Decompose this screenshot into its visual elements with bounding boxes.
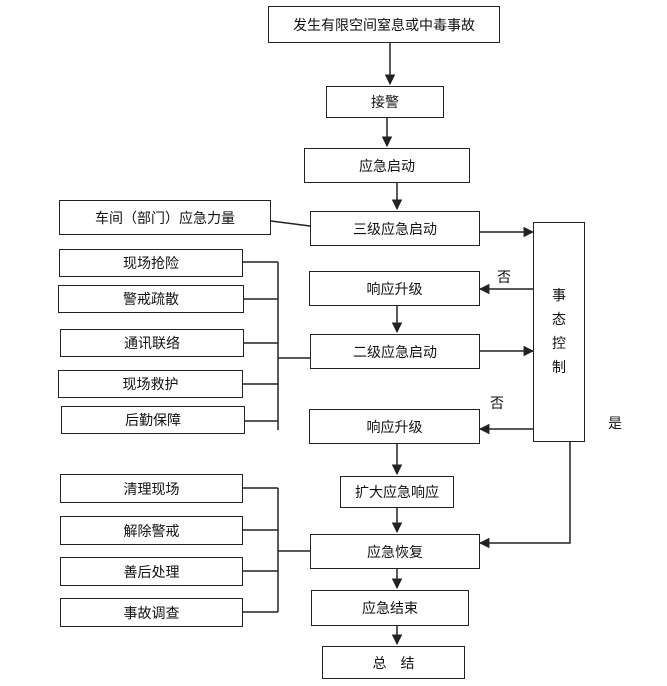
branch-label-no-2: 否 [490,396,504,412]
response-action-box: 通讯联络 [60,329,244,357]
recovery-label: 应急恢复 [367,544,423,561]
response-action-label: 现场救护 [122,377,179,393]
level3-start-label: 三级应急启动 [353,221,437,238]
incident-label: 发生有限空间窒息或中毒事故 [293,17,475,34]
recovery-action-label: 清理现场 [123,481,180,498]
expand-response-box: 扩大应急响应 [340,476,454,508]
upgrade-1-label: 响应升级 [366,281,423,298]
recovery-action-label: 解除警戒 [123,523,180,540]
emergency-start-box: 应急启动 [304,148,470,183]
summary-label: 总 结 [372,655,415,672]
branch-label-yes: 是 [608,416,622,432]
response-action-box: 后勤保障 [61,406,245,434]
level3-start-box: 三级应急启动 [310,211,480,246]
control-char: 制 [552,360,566,376]
recovery-action-box: 善后处理 [60,557,243,586]
control-char: 态 [552,312,566,328]
situation-control-box: 事 态 控 制 [533,222,585,442]
end-label: 应急结束 [362,601,418,617]
expand-response-label: 扩大应急响应 [355,485,439,501]
response-action-label: 现场抢险 [123,256,179,272]
upgrade-2-box: 响应升级 [309,409,480,444]
summary-box: 总 结 [322,646,465,679]
upgrade-1-box: 响应升级 [309,271,480,306]
branch-label-no-1: 否 [497,270,511,286]
level2-start-label: 二级应急启动 [353,344,437,361]
recovery-action-box: 事故调查 [60,598,243,627]
incident-box: 发生有限空间窒息或中毒事故 [268,6,500,43]
alarm-box: 接警 [326,86,444,118]
workshop-force-label: 车间（部门）应急力量 [95,210,235,227]
arrow-control-yes-to-recovery [478,442,571,549]
control-char: 事 [552,288,566,304]
recovery-action-box: 解除警戒 [60,516,243,545]
response-action-label: 警戒疏散 [123,292,179,308]
end-box: 应急结束 [311,590,469,626]
upgrade-2-label: 响应升级 [366,419,423,436]
response-action-label: 后勤保障 [125,413,181,429]
level2-start-box: 二级应急启动 [310,334,480,369]
control-char: 控 [552,336,566,352]
response-action-box: 警戒疏散 [58,285,244,313]
workshop-force-box: 车间（部门）应急力量 [59,200,271,235]
recovery-action-box: 清理现场 [60,474,243,503]
response-action-box: 现场抢险 [59,249,243,277]
response-action-box: 现场救护 [58,370,243,398]
alarm-label: 接警 [371,95,399,111]
response-action-label: 通讯联络 [124,336,180,352]
emergency-start-label: 应急启动 [359,158,415,175]
recovery-box: 应急恢复 [310,534,480,569]
recovery-action-label: 善后处理 [123,564,180,581]
recovery-action-label: 事故调查 [123,605,180,622]
line-workshop-to-level3 [270,220,311,227]
